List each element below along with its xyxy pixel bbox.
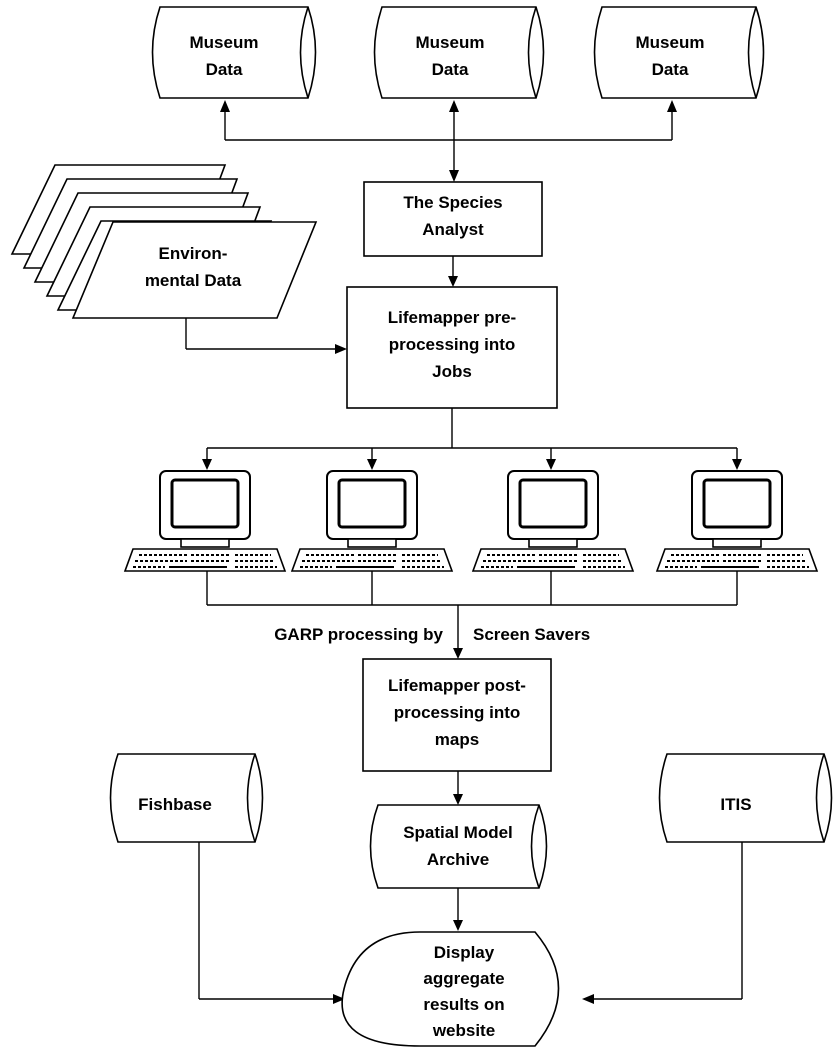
museum-data-node-2: Museum Data: [373, 6, 545, 99]
environmental-data-line-2: mental Data: [145, 271, 242, 290]
postprocessing-node: Lifemapper post- processing into maps: [362, 658, 552, 772]
fishbase-label: Fishbase: [138, 795, 212, 814]
computer-3: [471, 469, 635, 573]
postprocessing-to-archive-connector: [453, 771, 463, 805]
museum-data-node-1: Museum Data: [151, 6, 317, 99]
spatial-archive-line-1: Spatial Model: [403, 823, 513, 842]
museum-data-3-line-2: Data: [652, 60, 689, 79]
environmental-data-node: Environ- mental Data: [10, 164, 318, 319]
arrow-to-computer-3: [546, 459, 556, 470]
fishbase-node: Fishbase: [109, 753, 264, 843]
postprocessing-line-3: maps: [435, 730, 479, 749]
garp-label-right: Screen Savers: [473, 625, 590, 644]
arrow-to-museum-2: [449, 100, 459, 112]
arrow-to-museum-3: [667, 100, 677, 112]
itis-label: ITIS: [720, 795, 751, 814]
arrow-to-spatial-archive: [453, 794, 463, 805]
preprocessing-node: Lifemapper pre- processing into Jobs: [346, 286, 558, 409]
display-line-4: website: [432, 1021, 495, 1040]
itis-to-display-connector: [582, 842, 743, 1004]
arrow-to-computer-4: [732, 459, 742, 470]
fishbase-to-display-connector: [198, 842, 345, 1004]
display-line-3: results on: [423, 995, 504, 1014]
species-analyst-line-1: The Species: [403, 193, 502, 212]
species-analyst-line-2: Analyst: [422, 220, 484, 239]
garp-label-left: GARP processing by: [274, 625, 443, 644]
display-line-1: Display: [434, 943, 495, 962]
museum-data-1-line-2: Data: [206, 60, 243, 79]
spatial-archive-line-2: Archive: [427, 850, 489, 869]
archive-to-display-connector: [453, 888, 463, 931]
arrow-itis-to-display: [582, 994, 594, 1004]
computer-2: [290, 469, 454, 573]
postprocessing-line-1: Lifemapper post-: [388, 676, 526, 695]
analyst-to-preprocessing-connector: [448, 256, 458, 287]
preprocessing-line-2: processing into: [389, 335, 516, 354]
arrow-to-display: [453, 920, 463, 931]
environmental-data-line-1: Environ-: [159, 244, 228, 263]
spatial-archive-node: Spatial Model Archive: [369, 804, 548, 889]
distribution-connector: [202, 408, 742, 470]
postprocessing-line-2: processing into: [394, 703, 521, 722]
arrow-to-species-analyst: [449, 170, 459, 182]
preprocessing-line-3: Jobs: [432, 362, 472, 381]
display-line-2: aggregate: [423, 969, 504, 988]
itis-node: ITIS: [658, 753, 833, 843]
computer-4: [655, 469, 819, 573]
museum-data-3-line-1: Museum: [636, 33, 705, 52]
computer-1: [123, 469, 287, 573]
environment-to-preprocessing-connector: [185, 318, 347, 354]
museum-data-1-line-1: Museum: [190, 33, 259, 52]
museum-data-2-line-2: Data: [432, 60, 469, 79]
arrow-fishbase-to-display: [333, 994, 345, 1004]
species-analyst-node: The Species Analyst: [363, 181, 543, 257]
display-node: Display aggregate results on website: [341, 931, 560, 1047]
arrow-to-preprocessing: [448, 276, 458, 287]
arrow-to-computer-1: [202, 459, 212, 470]
museum-data-2-line-1: Museum: [416, 33, 485, 52]
arrow-to-computer-2: [367, 459, 377, 470]
preprocessing-line-1: Lifemapper pre-: [388, 308, 516, 327]
arrow-to-postprocessing: [453, 648, 463, 659]
museum-connector: [220, 100, 677, 182]
collection-connector: [206, 571, 738, 659]
arrow-to-museum-1: [220, 100, 230, 112]
arrow-env-to-preprocessing: [335, 344, 347, 354]
museum-data-node-3: Museum Data: [593, 6, 765, 99]
